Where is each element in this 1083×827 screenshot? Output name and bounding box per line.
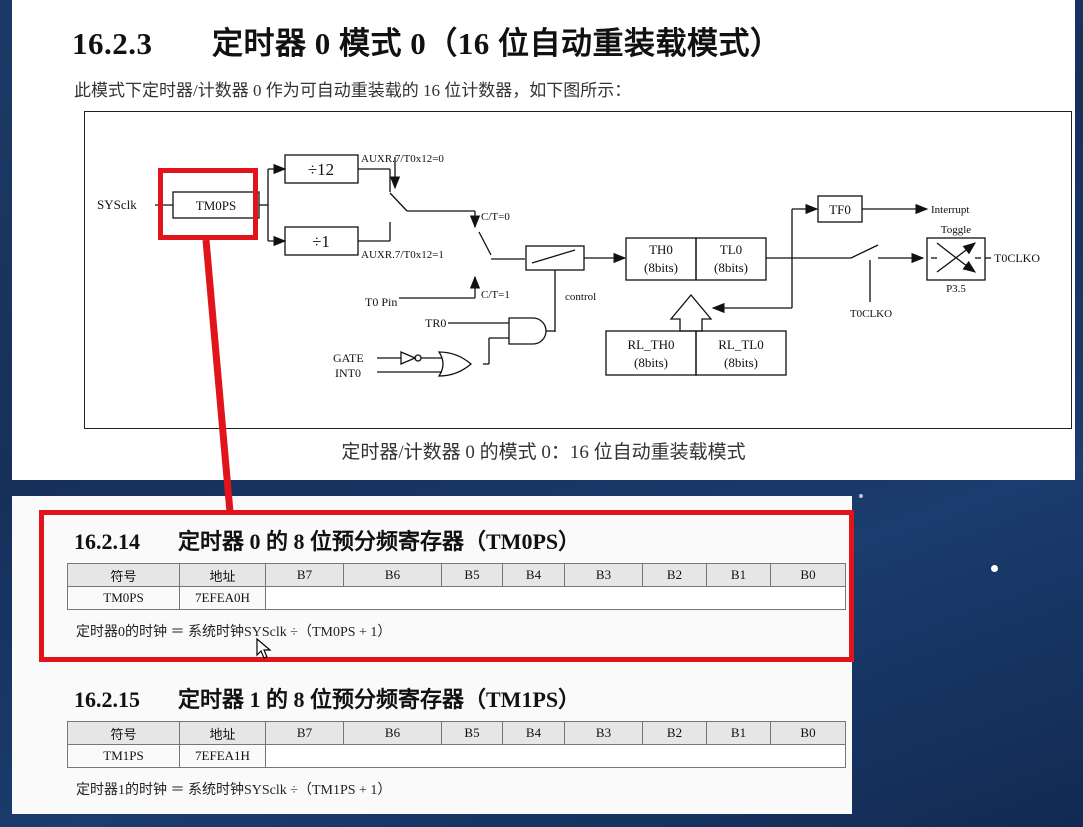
timer0-mode0-block-diagram: SYSclk TM0PS ÷12 ÷1 AUXR.7/T0x12=0 AUXR.… [84, 111, 1072, 429]
t0clko-out-label: T0CLKO [994, 251, 1040, 265]
section-number: 16.2.15 [74, 687, 140, 712]
int0-label: INT0 [335, 366, 361, 380]
th0-label: TH0 [649, 242, 673, 257]
address-cell: 7EFEA1H [179, 744, 266, 768]
rl-th0-bits-label: (8bits) [634, 355, 668, 370]
t0pin-label: T0 Pin [365, 295, 397, 309]
tm0ps-register-table: 符号 地址 B7 B6 B5 B4 B3 B2 B1 B0 TM0PS 7EFE… [67, 563, 846, 610]
tm1ps-register-table: 符号 地址 B7 B6 B5 B4 B3 B2 B1 B0 TM1PS 7EFE… [67, 721, 846, 768]
tl0-label: TL0 [720, 242, 742, 257]
background-star [859, 494, 863, 498]
table-row: TM0PS 7EFEA0H [67, 586, 846, 610]
bottom-document-page: 16.2.14 定时器 0 的 8 位预分频寄存器（TM0PS） 符号 地址 B7… [12, 496, 852, 814]
p35-label: P3.5 [946, 283, 966, 295]
top-document-page: 16.2.3 定时器 0 模式 0（16 位自动重装载模式） 此模式下定时器/计数… [12, 0, 1075, 480]
table-header-row: 符号 地址 B7 B6 B5 B4 B3 B2 B1 B0 [67, 563, 846, 587]
rl-th0-label: RL_TH0 [628, 337, 675, 352]
sysclk-label: SYSclk [97, 197, 137, 212]
section-heading-16-2-14: 16.2.14 定时器 0 的 8 位预分频寄存器（TM0PS） [74, 524, 580, 556]
address-cell: 7EFEA0H [179, 586, 266, 610]
header-cell: B0 [770, 563, 846, 587]
header-cell: 地址 [179, 721, 266, 745]
control-label: control [565, 291, 596, 303]
section-number: 16.2.3 [72, 26, 153, 61]
tm1ps-formula: 定时器1的时钟 ＝ 系统时钟SYSclk ÷（TM1PS + 1） [76, 783, 392, 798]
t0clko-control-label: T0CLKO [850, 308, 892, 320]
tf0-label: TF0 [829, 202, 851, 217]
gate-label: GATE [333, 351, 364, 365]
header-cell: B6 [343, 721, 442, 745]
th0-bits-label: (8bits) [644, 260, 678, 275]
header-cell: B4 [502, 721, 565, 745]
symbol-cell: TM0PS [67, 586, 180, 610]
div1-label: ÷1 [312, 232, 330, 251]
header-cell: 符号 [67, 721, 180, 745]
table-header-row: 符号 地址 B7 B6 B5 B4 B3 B2 B1 B0 [67, 721, 846, 745]
tr0-label: TR0 [425, 316, 446, 330]
rl-tl0-bits-label: (8bits) [724, 355, 758, 370]
toggle-label: Toggle [941, 224, 972, 236]
div12-label: ÷12 [308, 160, 334, 179]
tm0ps-highlight-box [158, 168, 258, 240]
auxr-0-label: AUXR.7/T0x12=0 [361, 153, 444, 165]
header-cell: B4 [502, 563, 565, 587]
tl0-bits-label: (8bits) [714, 260, 748, 275]
section-title: 定时器 1 的 8 位预分频寄存器（TM1PS） [178, 687, 581, 712]
tm0ps-box-label: TM0PS [196, 198, 236, 213]
header-cell: B5 [441, 721, 503, 745]
section-title: 定时器 0 模式 0（16 位自动重装载模式） [212, 26, 782, 61]
header-cell: B0 [770, 721, 846, 745]
ct1-label: C/T=1 [481, 289, 510, 301]
table-row: TM1PS 7EFEA1H [67, 744, 846, 768]
section-title: 定时器 0 的 8 位预分频寄存器（TM0PS） [178, 529, 581, 554]
diagram-svg: SYSclk TM0PS ÷12 ÷1 AUXR.7/T0x12=0 AUXR.… [97, 153, 1040, 380]
header-cell: B3 [564, 563, 643, 587]
figure-caption: 定时器/计数器 0 的模式 0：16 位自动重装载模式 [341, 442, 746, 463]
header-cell: B3 [564, 721, 643, 745]
rl-tl0-label: RL_TL0 [718, 337, 764, 352]
intro-paragraph: 此模式下定时器/计数器 0 作为可自动重装载的 16 位计数器，如下图所示： [74, 81, 632, 100]
interrupt-label: Interrupt [931, 204, 969, 216]
bits-cell [265, 586, 846, 610]
tm0ps-register-highlight-box [39, 510, 854, 662]
section-number: 16.2.14 [74, 529, 140, 554]
ct0-label: C/T=0 [481, 211, 510, 223]
section-heading-16-2-3: 16.2.3 定时器 0 模式 0（16 位自动重装载模式） [72, 18, 782, 63]
header-cell: 地址 [179, 563, 266, 587]
mouse-cursor-icon [256, 638, 272, 659]
auxr-1-label: AUXR.7/T0x12=1 [361, 249, 444, 261]
tm0ps-formula: 定时器0的时钟 ＝ 系统时钟SYSclk ÷（TM0PS + 1） [76, 625, 392, 640]
bits-cell [265, 744, 846, 768]
section-heading-16-2-15: 16.2.15 定时器 1 的 8 位预分频寄存器（TM1PS） [74, 682, 580, 714]
symbol-cell: TM1PS [67, 744, 180, 768]
background-star [991, 565, 998, 572]
header-cell: B6 [343, 563, 442, 587]
header-cell: B7 [265, 563, 344, 587]
